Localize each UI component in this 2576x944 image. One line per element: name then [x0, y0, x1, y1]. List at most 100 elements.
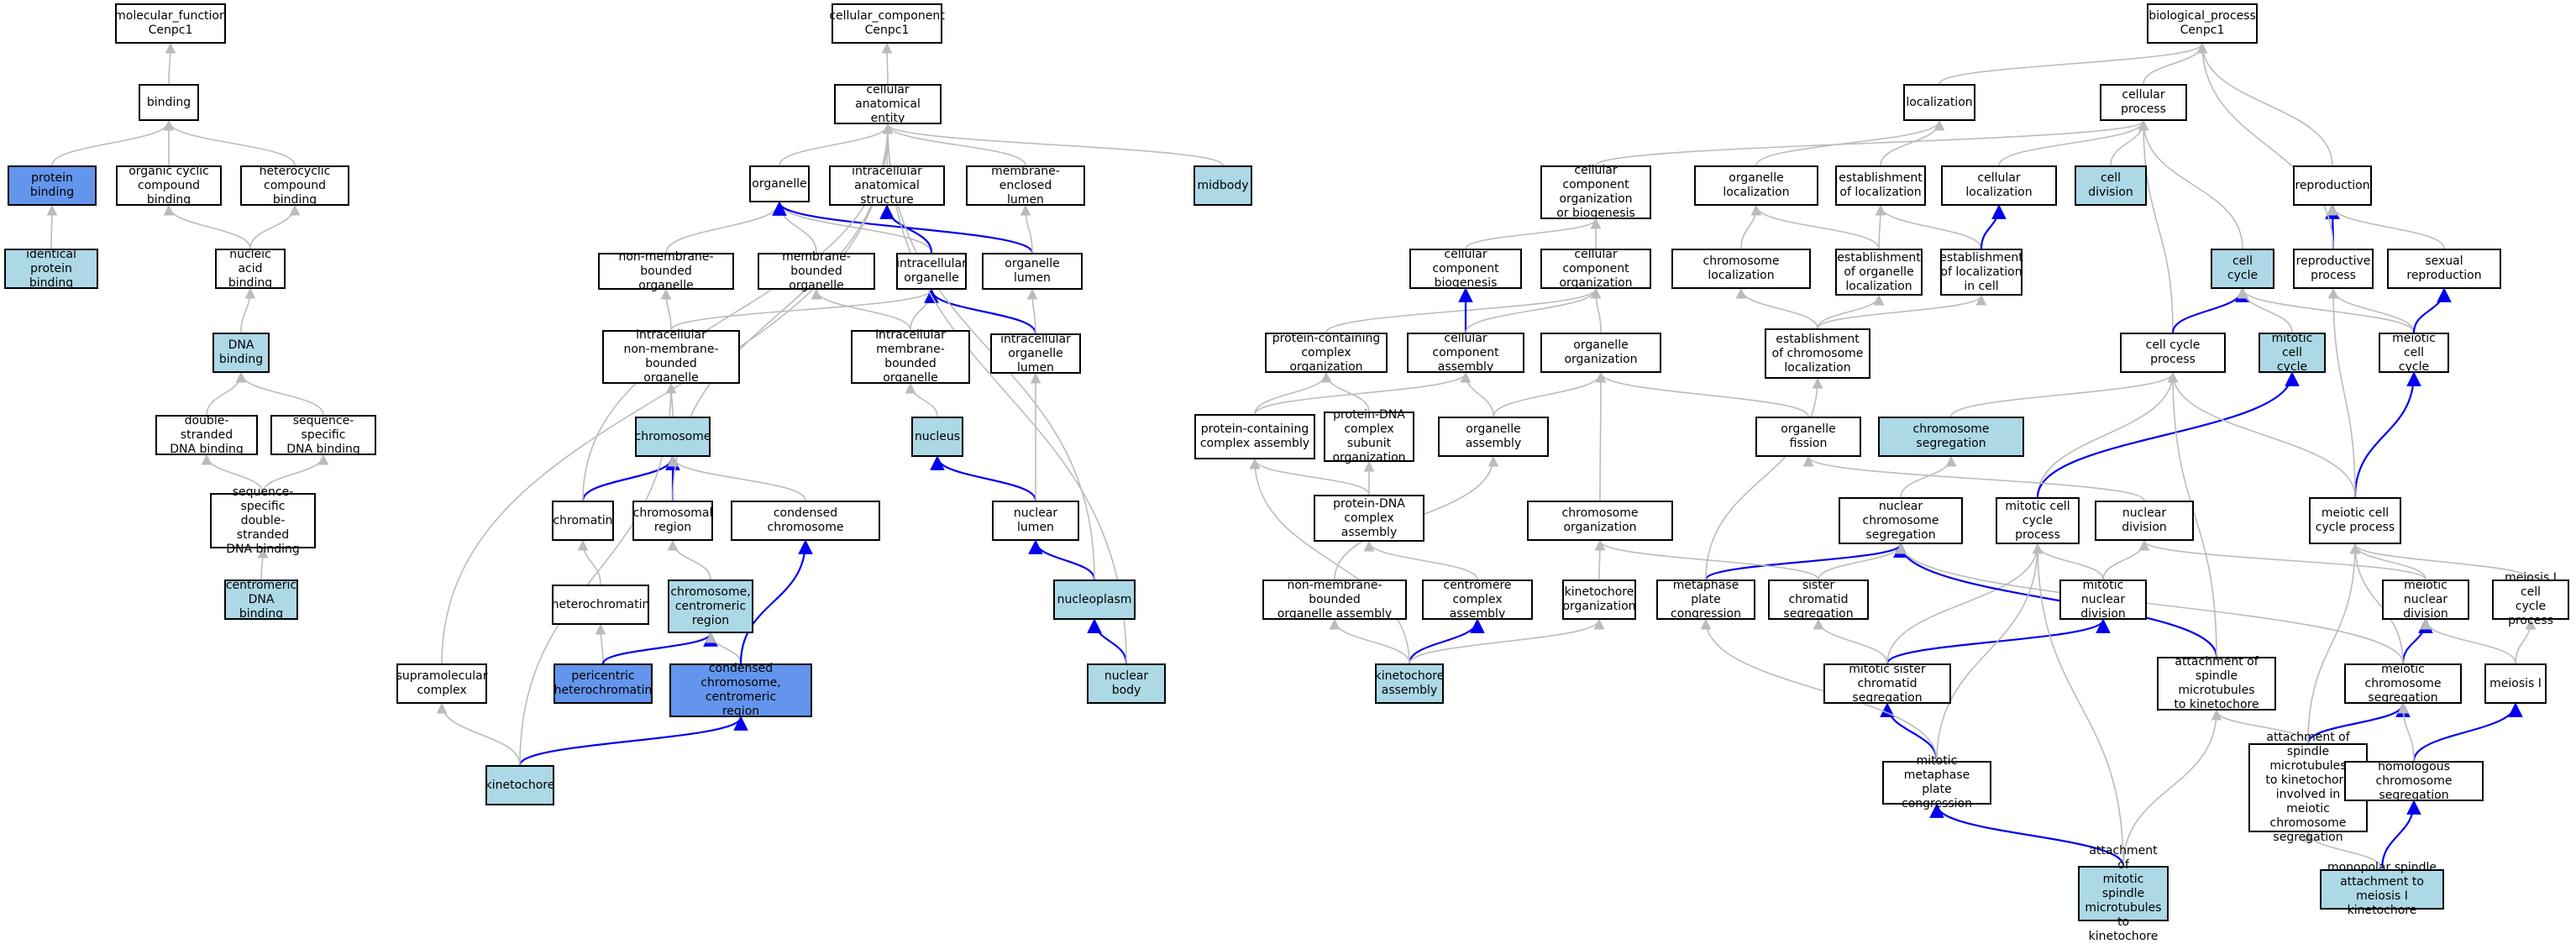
node-heterocyclic: heterocyclic compound binding	[240, 165, 349, 207]
edge-org_asm-to-cca	[1460, 371, 1494, 417]
edge-io-to-ias	[879, 204, 933, 254]
node-cell-div: cell division	[2075, 165, 2147, 206]
node-ccob: cellular component organization or bioge…	[1540, 164, 1651, 220]
node-pdna-asm: protein-DNA complex assembly	[1314, 495, 1424, 542]
edge-org_org-to-cco	[1590, 287, 1602, 333]
edge-est_org_loc-to-org_loc	[1750, 204, 1880, 249]
edge-repro_proc-to-bp	[2196, 42, 2334, 249]
edge-cc_process-to-cell_cycle	[2171, 287, 2250, 333]
node-ol: organelle lumen	[982, 253, 1083, 290]
node-cond-chrom-cent: condensed chromosome, centromeric region	[669, 662, 812, 718]
edge-iol-to-io	[924, 288, 1037, 334]
edge-mit_nuc_div-to-nuc_div	[2102, 539, 2150, 580]
node-kinetochore: kinetochore	[485, 765, 554, 805]
node-cco: cellular component organization	[1540, 248, 1651, 290]
node-mit-ccp: mitotic cell cycle process	[1996, 497, 2080, 544]
node-chrom-cent: chromosome, centromeric region	[668, 580, 753, 633]
edge-midbody-to-cae	[882, 123, 1224, 166]
edge-sis_seg-to-nuc_chrom_seg	[1818, 543, 1907, 580]
node-cc-process: cell cycle process	[2120, 333, 2226, 373]
node-bp: biological_process Cenpc1	[2147, 3, 2258, 44]
edge-pcca-to-pcco	[1254, 371, 1332, 415]
node-org-fis: organelle fission	[1755, 417, 1861, 457]
node-meta-cong: metaphase plate congression	[1656, 579, 1755, 621]
node-mf: molecular_function Cenpc1	[114, 3, 227, 44]
edge-layer	[46, 42, 2537, 870]
edge-mit_nuc_div-to-mit_ccp	[2032, 543, 2104, 580]
edge-ss_ds_dna-to-ds_dna	[201, 454, 264, 494]
node-mei-chrom-seg: meiotic chromosome segregation	[2344, 663, 2462, 705]
node-kin-org: kinetochore organization	[1562, 580, 1636, 620]
node-kin-asm: kinetochore assembly	[1375, 663, 1444, 704]
node-est-loc-cell: establishment of localization in cell	[1939, 249, 2023, 296]
edge-nucleus-to-imbo	[905, 382, 938, 417]
node-mono: monopolar spindle attachment to meiosis …	[2320, 861, 2444, 917]
node-inmbo: intracellular non-membrane-bounded organ…	[602, 328, 740, 385]
edge-ccob-to-cell_process	[1595, 119, 2149, 166]
node-ss-ds-dna: sequence-specific double-stranded DNA bi…	[210, 485, 316, 556]
node-chrom-loc: chromosome localization	[1671, 249, 1811, 289]
edge-inmbo-to-nmbo	[660, 288, 672, 331]
node-dna-binding: DNA binding	[212, 333, 270, 373]
edge-ccb-to-ccob	[1465, 218, 1602, 249]
edge-mit_sis_seg-to-mit_ccp	[1886, 543, 2043, 664]
node-nuc-body: nuclear body	[1087, 663, 1166, 704]
node-hom-seg: homologous chromosome segregation	[2344, 760, 2484, 802]
edge-att_smk-to-nuc_chrom_seg	[1893, 543, 2218, 658]
edge-chromatin-to-chromosome	[581, 455, 680, 501]
edge-supramol-to-cae	[441, 123, 894, 664]
node-nmboa: non-membrane-bounded organelle assembly	[1262, 579, 1407, 621]
node-mei1-ccp: meiosis I cell cycle process	[2492, 571, 2569, 627]
edge-mei_chrom_seg-to-nuc_chrom_seg	[1895, 543, 2404, 664]
edge-nucleic_acid-to-heterocyclic	[249, 204, 301, 249]
node-att-mit: attachment of mitotic spindle microtubul…	[2078, 844, 2169, 943]
edge-localization-to-bp	[1939, 42, 2208, 85]
edge-att_mei-to-mei_ccp	[2307, 543, 2361, 744]
edge-pcco-to-cco	[1325, 287, 1602, 333]
node-org-loc: organelle localization	[1694, 165, 1818, 206]
node-binding: binding	[139, 84, 199, 121]
edge-cent_cx-to-pdna_asm	[1363, 540, 1478, 580]
node-est-org-loc: establishment of organelle localization	[1835, 249, 1923, 296]
edge-pcca-to-cca	[1254, 371, 1472, 415]
node-reproduction: reproduction	[2293, 165, 2372, 206]
node-nuc-chrom-seg: nuclear chromosome segregation	[1839, 497, 1963, 544]
edge-identical_protein-to-protein_binding	[46, 204, 58, 249]
node-mbo: membrane-bounded organelle	[758, 250, 875, 292]
edge-nuc_body-to-nucleoplasm	[1087, 618, 1128, 664]
node-mit-cc: mitotic cell cycle	[2259, 332, 2326, 374]
node-nucleic-acid: nucleic acid binding	[215, 248, 286, 290]
node-chrom-seg: chromosome segregation	[1878, 417, 2024, 457]
edge-est_org_loc-to-est_loc	[1875, 204, 1886, 249]
node-mei-nuc-div: meiotic nuclear division	[2382, 579, 2469, 621]
edge-mei_nuc_div-to-nuc_div	[2138, 539, 2426, 580]
edge-att_mit-to-mit_ccp	[2032, 543, 2124, 867]
node-mei-cc: meiotic cell cycle	[2379, 332, 2449, 374]
node-supramol: supramolecular complex	[396, 663, 487, 704]
node-cond-chrom: condensed chromosome	[731, 501, 880, 541]
edge-est_chrom_loc-to-est_loc_cell	[1817, 294, 1987, 329]
edge-mono-to-hom_seg	[2380, 800, 2421, 870]
edge-nuc_lumen-to-nucleus	[930, 455, 1037, 501]
node-ss-dna: sequence-specific DNA binding	[270, 414, 376, 456]
edge-nucleic_acid-to-organic_cyclic	[163, 204, 251, 249]
edge-est_loc-to-localization	[1880, 119, 1945, 166]
node-chrom-region: chromosomal region	[632, 501, 713, 541]
edge-kin_org-to-chrom_org	[1594, 539, 1606, 580]
edge-cell_cycle-to-cell_process	[2138, 119, 2243, 249]
edge-kin_asm-to-nmboa	[1329, 618, 1410, 664]
edge-organelle-to-cae	[779, 123, 894, 166]
node-mit-nuc-div: mitotic nuclear division	[2059, 579, 2147, 621]
node-centromeric-dna: centromeric DNA binding	[224, 578, 298, 621]
edge-sex_repro-to-reproduction	[2327, 204, 2445, 249]
edge-ol-to-mel	[1020, 204, 1033, 254]
node-cell-process: cellular process	[2100, 84, 2187, 121]
edge-heterocyclic-to-binding	[163, 119, 296, 166]
edge-meta_cong-to-nuc_chrom_seg	[1704, 543, 1908, 580]
edge-mei_ccp-to-mei_cc	[2353, 371, 2421, 498]
edge-mit_ccp-to-cc_process	[2037, 371, 2179, 498]
edge-kin_asm-to-cent_cx	[1408, 618, 1485, 664]
edge-nuc_body-to-cae	[882, 123, 1127, 664]
edge-centromeric_dna-to-ss_ds_dna	[257, 547, 269, 580]
edge-nucleoplasm-to-nuc_lumen	[1028, 539, 1096, 580]
